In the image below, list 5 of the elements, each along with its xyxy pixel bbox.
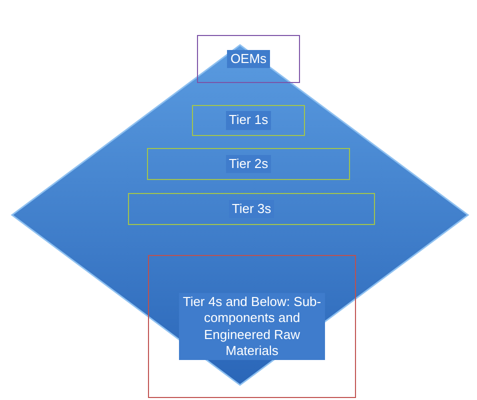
tier-box: OEMs	[197, 35, 300, 83]
tier-box: Tier 3s	[128, 193, 375, 225]
tier-box: Tier 4s and Below: Sub-components and Engineered Raw Materials	[148, 255, 356, 398]
tier-box: Tier 2s	[147, 148, 350, 180]
tier-box: Tier 1s	[192, 105, 305, 136]
